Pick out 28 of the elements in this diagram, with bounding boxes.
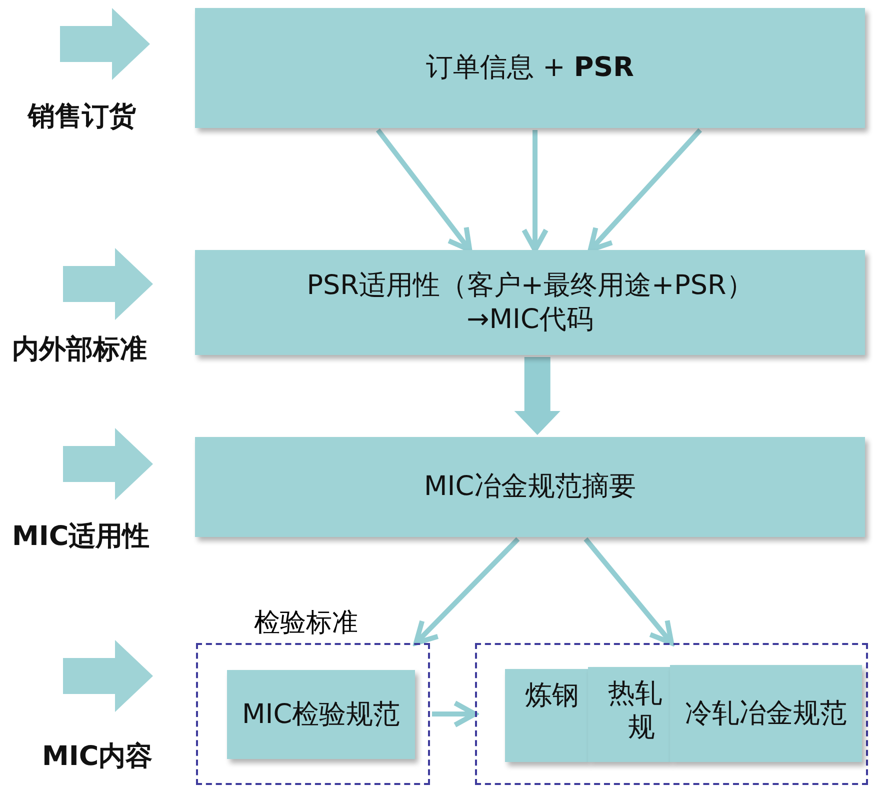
box-text: 冷轧冶金规范	[685, 696, 847, 730]
stage-label: MIC适用性	[12, 520, 150, 554]
arrow	[522, 130, 549, 252]
arrow	[413, 537, 520, 646]
box-text: PSR适用性（客户+最终用途+PSR）	[306, 268, 754, 302]
box-text: 热轧	[607, 677, 663, 711]
arrow	[588, 128, 702, 252]
box-text: MIC检验规范	[242, 698, 400, 732]
process-box	[195, 8, 865, 128]
process-box	[227, 670, 415, 759]
box-text: 订单信息 + PSR	[426, 51, 634, 85]
arrow	[376, 128, 472, 252]
arrow	[432, 700, 478, 728]
stage-label: 内外部标准	[12, 333, 147, 367]
box-text: 规	[627, 710, 656, 744]
stage-label: 销售订货	[28, 100, 136, 134]
dashed-group-frame	[475, 643, 868, 785]
box-text: 炼钢	[524, 679, 580, 713]
box-text: MIC冶金规范摘要	[424, 470, 636, 504]
stage-label: MIC内容	[42, 740, 153, 774]
box-text: →MIC代码	[466, 302, 594, 336]
process-box	[195, 437, 865, 537]
process-box	[588, 667, 670, 762]
arrow	[584, 537, 674, 646]
process-box	[670, 665, 862, 762]
process-box	[195, 250, 865, 355]
block-arrow	[514, 357, 560, 435]
process-box	[505, 669, 588, 762]
